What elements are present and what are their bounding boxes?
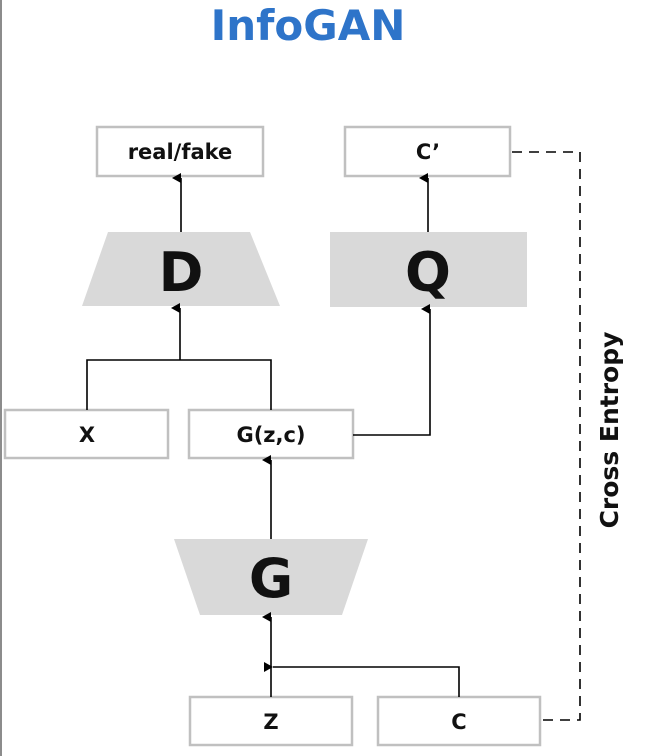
arrow-g-zc-to-q [353,304,431,436]
frame-left-border [0,0,2,756]
c-prime-label: C’ [416,140,440,164]
z-label: Z [263,710,278,734]
cross-entropy-dashed-link [512,151,581,721]
z-box [188,695,354,747]
cross-entropy-label: Cross Entropy [595,332,624,529]
q-network-label: Q [405,241,451,304]
q-network-shape [330,232,527,307]
c-box [376,695,542,747]
c-label: C [451,710,466,734]
real-fake-label: real/fake [128,140,233,164]
discriminator-label: D [159,241,204,304]
discriminator-shape [82,232,280,306]
generator-shape [174,539,368,615]
x-label: X [79,423,95,447]
g-zc-box [187,408,355,460]
arrow-c-to-z-line [264,662,460,697]
x-box [3,408,170,460]
diagram-title: InfoGAN [210,1,406,50]
g-zc-label: G(z,c) [236,423,305,447]
generator-label: G [249,547,293,610]
connector-x-to-merge [86,359,272,410]
